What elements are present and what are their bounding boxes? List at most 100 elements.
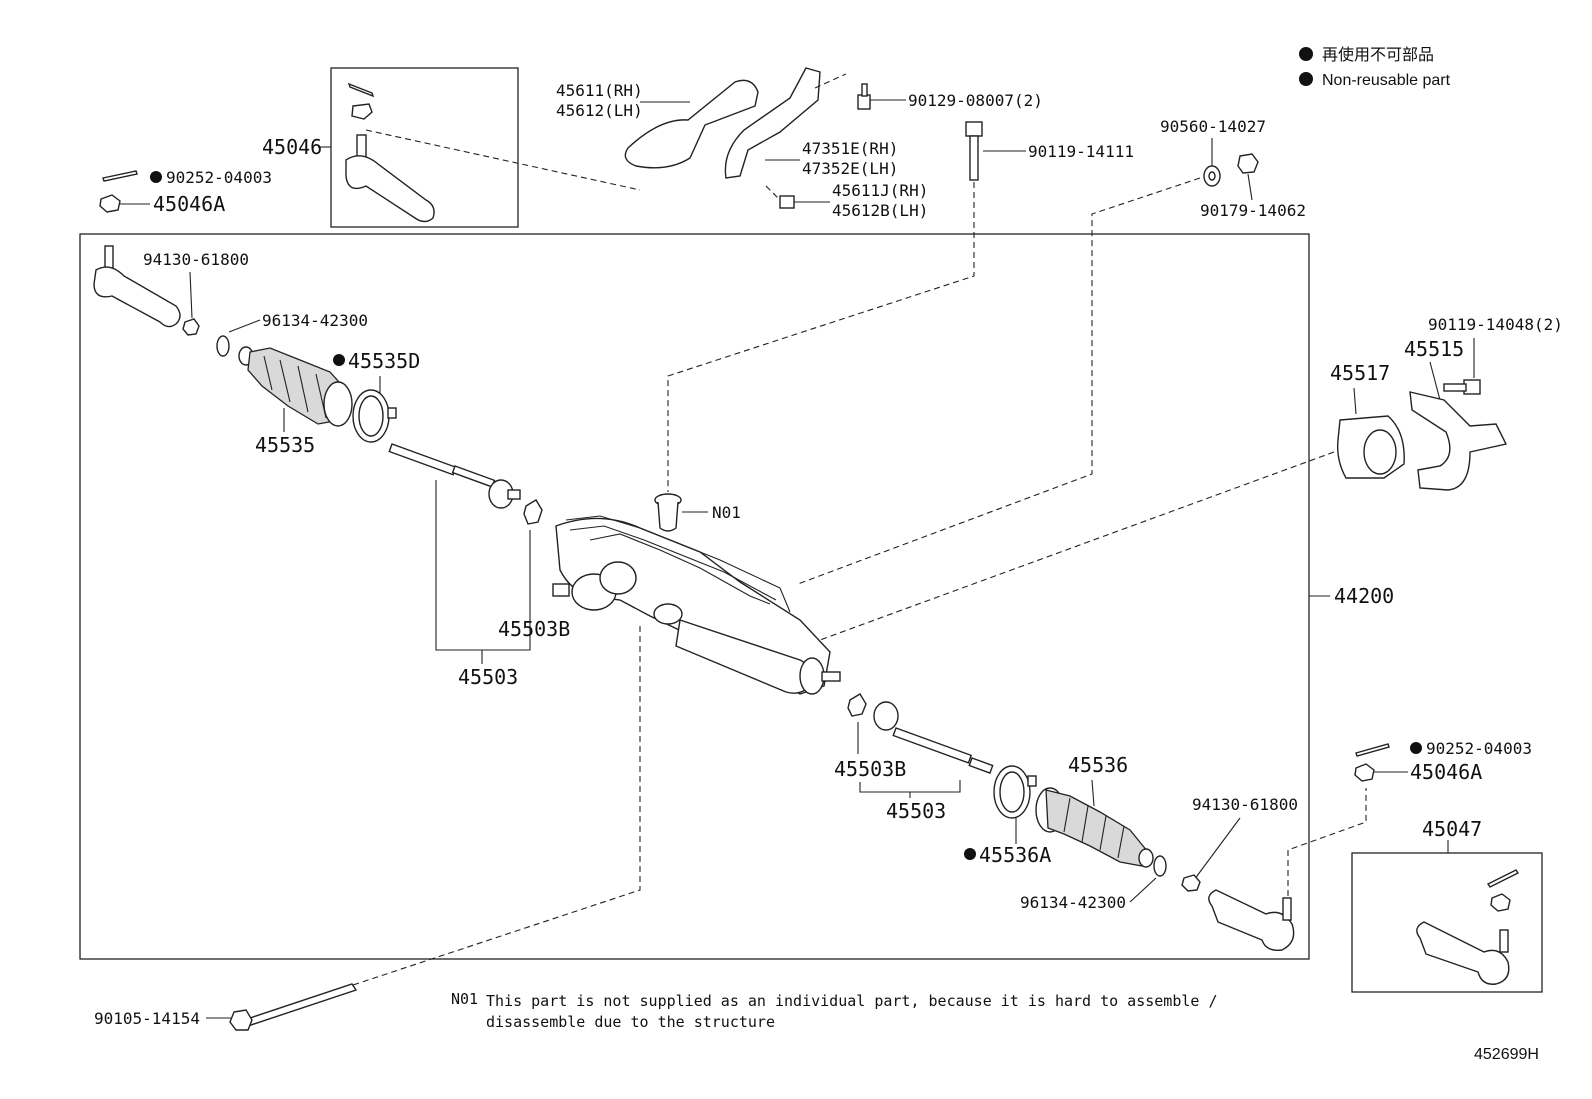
threaded-end-icon	[388, 443, 457, 476]
legend-en-text: Non-reusable part	[1322, 72, 1451, 89]
bolt-shank-icon	[1443, 383, 1467, 392]
bolt-90105-14154: 90105-14154	[94, 626, 641, 1031]
rack-end-icon	[821, 671, 841, 682]
boot-neck-icon	[1138, 848, 1154, 868]
nut-icon	[1181, 874, 1201, 892]
label-45503B-lower: 45503B	[834, 757, 906, 781]
bolt-head-icon	[779, 195, 795, 209]
leader-line	[228, 319, 261, 333]
label-90129-08007: 90129-08007(2)	[908, 91, 1043, 110]
bolt-head-icon	[857, 94, 871, 110]
label-96134-42300-upper: 96134-42300	[262, 311, 368, 330]
left-boot-clamp: 96134-42300	[216, 311, 368, 357]
label-45536: 45536	[1068, 753, 1128, 777]
diagram-id: 452699H	[1474, 1046, 1539, 1063]
label-45515: 45515	[1404, 337, 1464, 361]
tie-rod-end-inset-45046: 45046	[262, 82, 435, 223]
label-45047: 45047	[1422, 817, 1482, 841]
mount-hardware: 90560-14027 90179-14062	[797, 117, 1306, 585]
tie-rod-end-icon	[1416, 921, 1510, 985]
bracket-plate-icon	[724, 67, 821, 179]
cotter-pin-icon	[347, 82, 375, 98]
ball-stud-icon	[1282, 897, 1292, 921]
legend: 再使用不可部品 Non-reusable part	[1299, 46, 1451, 89]
bellows-fold	[297, 365, 309, 413]
band-tab-icon	[387, 407, 397, 419]
label-45611-rh: 45611(RH)	[556, 81, 643, 100]
tie-rod-end-inset-45047: 45047	[1416, 817, 1520, 985]
non-reusable-marker-icon	[1299, 47, 1313, 61]
cotter-pin-icon	[1355, 743, 1390, 757]
label-94130-61800-upper: 94130-61800	[143, 250, 249, 269]
threaded-end-icon	[968, 757, 994, 774]
bracket-line	[435, 480, 531, 651]
mount-bushing-icon	[653, 603, 683, 625]
bolt-shank-icon	[242, 983, 358, 1027]
knuckle-arm-icon	[624, 79, 759, 169]
non-reusable-marker-icon	[964, 848, 976, 860]
grommet-hole-icon	[1363, 429, 1397, 475]
nut-icon	[1490, 893, 1511, 912]
ball-stud-icon	[104, 245, 114, 269]
label-45536A: 45536A	[979, 843, 1051, 867]
non-reusable-marker-icon	[333, 354, 345, 366]
tie-rod-shaft-icon	[451, 465, 496, 488]
hydraulic-line-icon	[589, 533, 771, 605]
dashed-fit-line	[814, 73, 847, 89]
rod-end-icon	[507, 489, 521, 500]
tie-rod-shaft-icon	[892, 727, 973, 764]
dashed-fit-line	[797, 177, 1201, 585]
leader-line	[1091, 779, 1095, 807]
label-45503B-upper: 45503B	[498, 617, 570, 641]
bushing-body-icon	[657, 501, 679, 532]
left-rack-boot: 45535	[238, 346, 353, 457]
bolt-head-icon	[229, 1009, 253, 1031]
bellows-fold	[263, 355, 273, 391]
bellows-fold	[1063, 797, 1071, 833]
nut-icon	[182, 318, 200, 336]
bolt-shank-icon	[861, 83, 868, 97]
boot-mouth-icon	[323, 381, 353, 427]
steering-gear-housing	[552, 515, 841, 695]
right-boot-band: 45536A	[964, 765, 1051, 867]
label-47351E-rh: 47351E(RH)	[802, 139, 898, 158]
rack-tube-end-icon	[799, 657, 825, 695]
label-n01: N01	[712, 503, 741, 522]
boot-clamp-icon	[1153, 855, 1167, 877]
boot-band-inner	[999, 771, 1025, 813]
tie-rod-end-icon	[93, 266, 181, 328]
boot-clamp-icon	[216, 335, 230, 357]
dashed-fit-line	[1287, 788, 1367, 896]
label-90252-04003-lower: 90252-04003	[1426, 739, 1532, 758]
castle-nut-icon	[1354, 763, 1375, 782]
non-reusable-marker-icon	[1299, 72, 1313, 86]
leader-line	[1247, 173, 1253, 201]
label-90560-14027: 90560-14027	[1160, 117, 1266, 136]
claw-washer-icon	[847, 693, 867, 717]
bellows-fold	[1117, 825, 1125, 859]
ball-joint-housing-icon	[873, 701, 899, 731]
cotter-pin-icon	[102, 170, 138, 182]
leader-line	[1429, 361, 1441, 401]
left-inner-tie-rod: 45503 45503B	[388, 443, 570, 689]
inset-box-45047	[1351, 852, 1543, 993]
bellows-boot-icon	[1045, 789, 1149, 867]
label-45535: 45535	[255, 433, 315, 457]
right-rack-boot: 45536	[1035, 753, 1154, 868]
label-45612B-lh: 45612B(LH)	[832, 201, 928, 220]
mounting-bracket-icon	[1409, 391, 1508, 491]
hydraulic-line-icon	[569, 525, 777, 601]
leader-line	[1353, 387, 1357, 415]
right-tie-rod-nut: 94130-61800	[1181, 795, 1298, 892]
left-boot-band: 45535D	[333, 349, 420, 443]
non-reusable-marker-icon	[1410, 742, 1422, 754]
label-45517: 45517	[1330, 361, 1390, 385]
tie-rod-end-icon	[345, 155, 435, 223]
claw-washer-icon	[523, 499, 543, 525]
n01-bushing: N01	[654, 493, 741, 532]
washer-hole-icon	[1208, 171, 1216, 181]
label-45046: 45046	[262, 135, 322, 159]
label-90179-14062: 90179-14062	[1200, 201, 1306, 220]
hydraulic-line-icon	[565, 515, 791, 613]
